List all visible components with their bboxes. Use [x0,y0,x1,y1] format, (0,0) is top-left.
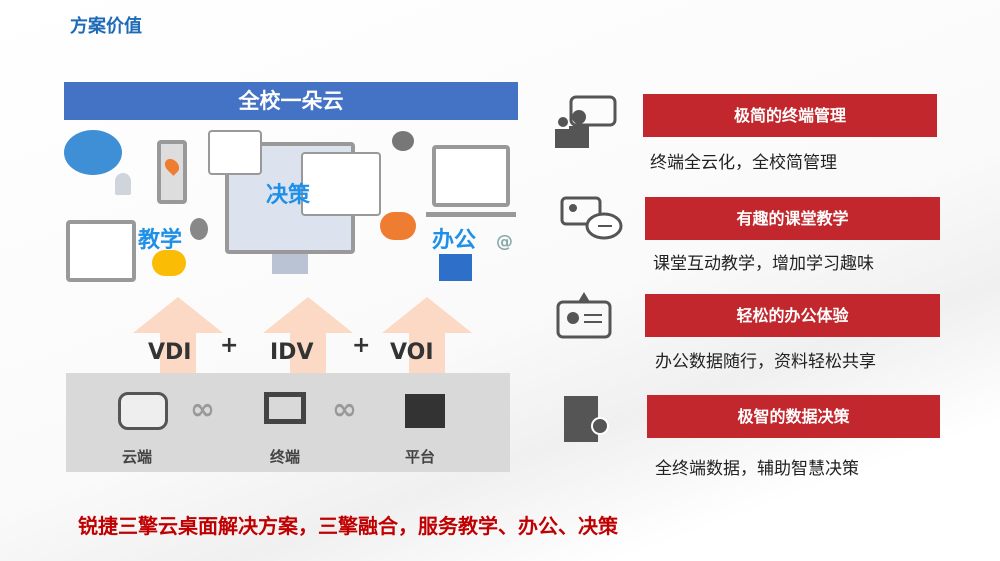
value-desc-2: 课堂互动教学，增加学习趣味 [653,254,874,274]
profile-chat-icon [560,196,623,251]
label-teaching: 教学 [138,228,183,253]
base-label-platform: 平台 [405,448,436,466]
value-desc-1: 终端全云化，全校简管理 [650,153,837,173]
link-icon: ∞ [190,392,215,427]
value-title-3: 轻松的办公体验 [645,294,940,337]
window-list-icon [208,130,262,175]
at-sign-icon: @ [496,232,513,252]
plus-sign: + [352,333,371,358]
value-title-2: 有趣的课堂教学 [645,197,940,240]
value-title-4: 极智的数据决策 [647,395,940,438]
base-label-cloud: 云端 [122,448,153,466]
cloud-banner: 全校一朵云 [64,82,518,120]
protocol-vdi: VDI [148,340,192,365]
link-icon: ∞ [332,392,357,427]
window-chart-icon [301,152,381,216]
summary-text: 锐捷三擎云桌面解决方案，三擎融合，服务教学、办公、决策 [78,514,618,538]
cloud-search-icon [380,212,416,240]
protocol-voi: VOI [390,340,434,365]
plus-sign: + [220,333,239,358]
server-icon [118,392,168,430]
label-decision: 决策 [266,183,311,208]
laptop-icon [432,145,510,207]
box-icon [405,394,445,428]
laptop-base [426,212,516,217]
phone-icon [157,140,187,204]
people-chat-icon [553,95,617,150]
page-title: 方案价值 [70,16,142,37]
tablet-icon [66,220,136,282]
monitor-terminal-icon [264,392,306,424]
lock-icon [190,218,208,240]
cloud-gear-icon [152,250,186,276]
protocol-idv: IDV [270,340,314,365]
monitor-stand [272,254,308,274]
book-person-icon [562,390,622,445]
speech-bubble-icon [392,131,414,151]
id-badge-icon [556,290,616,345]
cloud-chart-icon [64,130,122,175]
value-desc-3: 办公数据随行，资料轻松共享 [655,352,876,372]
base-label-terminal: 终端 [270,448,301,466]
mail-icon [439,254,472,281]
value-desc-4: 全终端数据，辅助智慧决策 [655,459,859,479]
user-icon [115,173,131,195]
label-office: 办公 [432,228,477,253]
value-title-1: 极简的终端管理 [643,94,937,137]
